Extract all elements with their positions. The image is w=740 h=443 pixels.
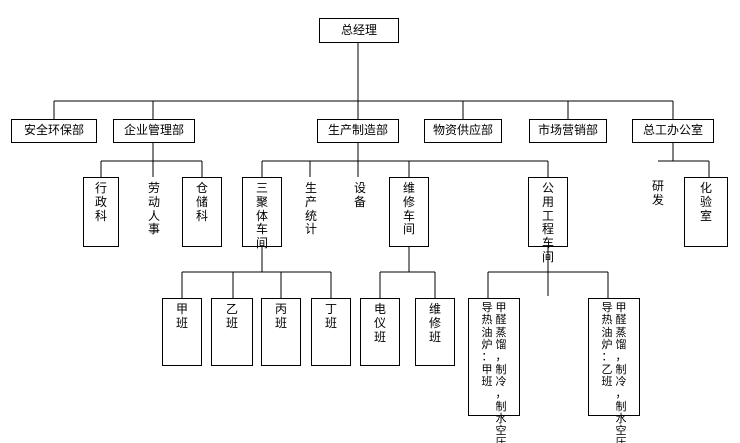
dept-chief-engineer-office: 总工办公室 [632,119,714,143]
dept-safety-env: 安全环保部 [11,119,97,143]
maintenance-workshop: 维修车间 [389,177,429,247]
dept-marketing: 市场营销部 [529,119,607,143]
utility-shift-b-line2: 导热油炉：乙班 [601,301,613,388]
shift-b: 乙班 [211,298,253,366]
equipment: 设备 [353,181,366,209]
repair-shift: 维修班 [415,298,455,366]
shift-d: 丁班 [311,298,351,366]
shift-c: 丙班 [261,298,301,366]
dept-enterprise-mgmt: 企业管理部 [113,119,195,143]
labor-hr: 劳动人事 [147,181,160,237]
production-stats: 生产统计 [304,181,317,237]
electrical-instrument-shift: 电仪班 [360,298,400,366]
dept-production: 生产制造部 [317,119,399,143]
admin-section: 行政科 [83,177,119,247]
root-node: 总经理 [319,18,399,43]
shift-a: 甲班 [162,298,202,366]
utility-workshop: 公用工程车间 [528,177,568,264]
dept-supply: 物资供应部 [424,119,502,143]
storage-section: 仓储科 [182,177,222,247]
rnd: 研发 [651,179,664,207]
lab: 化验室 [684,177,728,247]
melamine-workshop: 三聚体车间 [242,177,282,250]
utility-shift-a-line2: 导热油炉：甲班 [481,301,493,388]
